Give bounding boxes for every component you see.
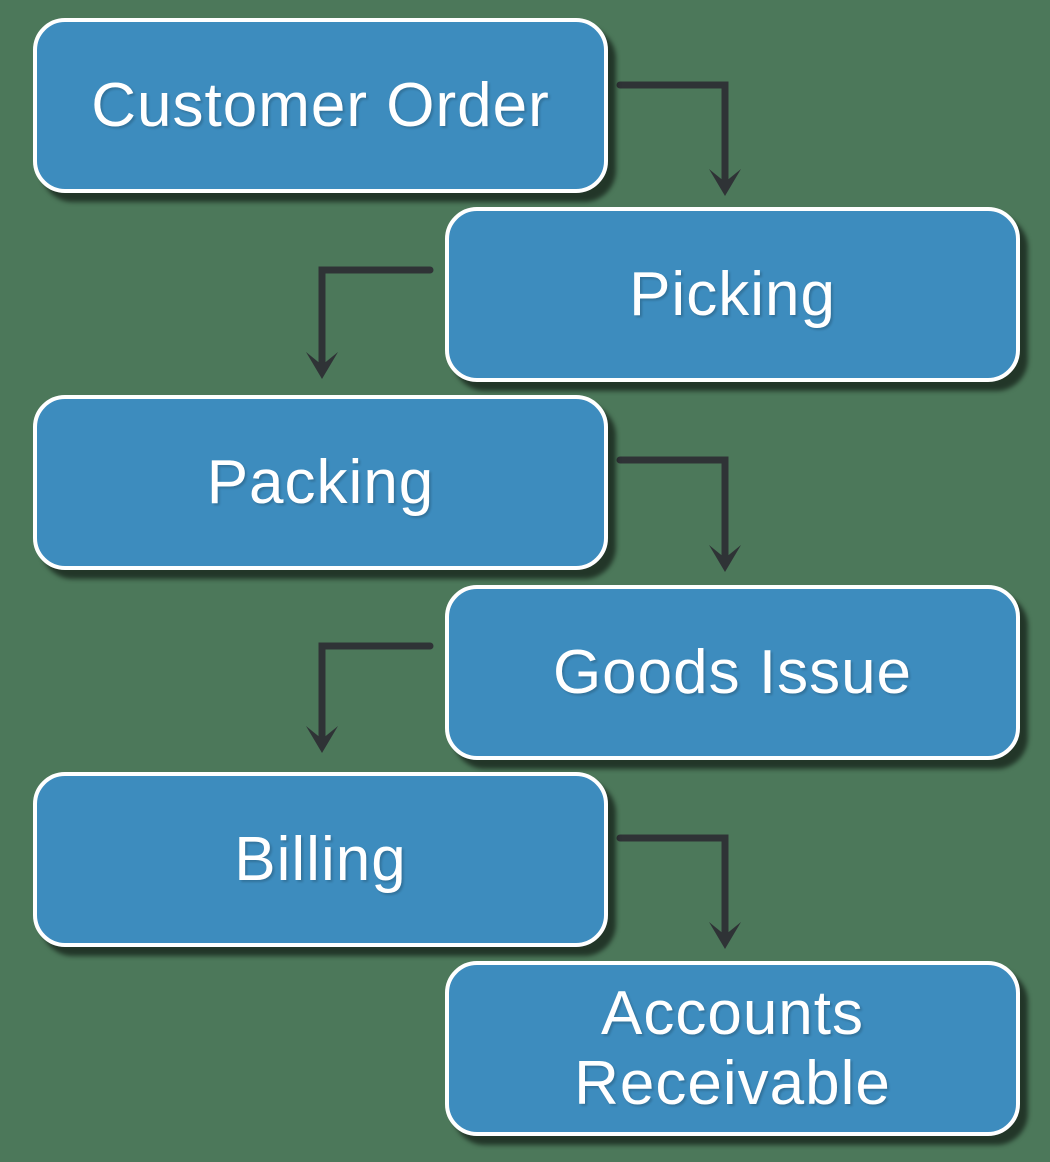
arrow-packing-to-goods-issue-icon — [616, 456, 741, 572]
arrow-goods-issue-to-billing-icon — [306, 642, 434, 753]
node-customer-order-label: Customer Order — [91, 70, 550, 140]
node-accounts-receivable: Accounts Receivable — [445, 961, 1020, 1136]
node-goods-issue-label: Goods Issue — [552, 637, 913, 707]
arrow-billing-to-accounts-receivable-icon — [616, 834, 741, 949]
node-billing: Billing — [33, 772, 608, 947]
arrow-customer-order-to-picking-icon — [616, 81, 741, 196]
node-goods-issue: Goods Issue — [445, 585, 1020, 760]
node-billing-label: Billing — [234, 824, 407, 894]
node-packing: Packing — [33, 395, 608, 570]
node-customer-order: Customer Order — [33, 18, 608, 193]
arrow-picking-to-packing-icon — [306, 266, 434, 379]
node-accounts-receivable-label: Accounts Receivable — [574, 979, 891, 1118]
node-packing-label: Packing — [206, 447, 435, 517]
node-picking-label: Picking — [629, 259, 836, 329]
node-picking: Picking — [445, 207, 1020, 382]
